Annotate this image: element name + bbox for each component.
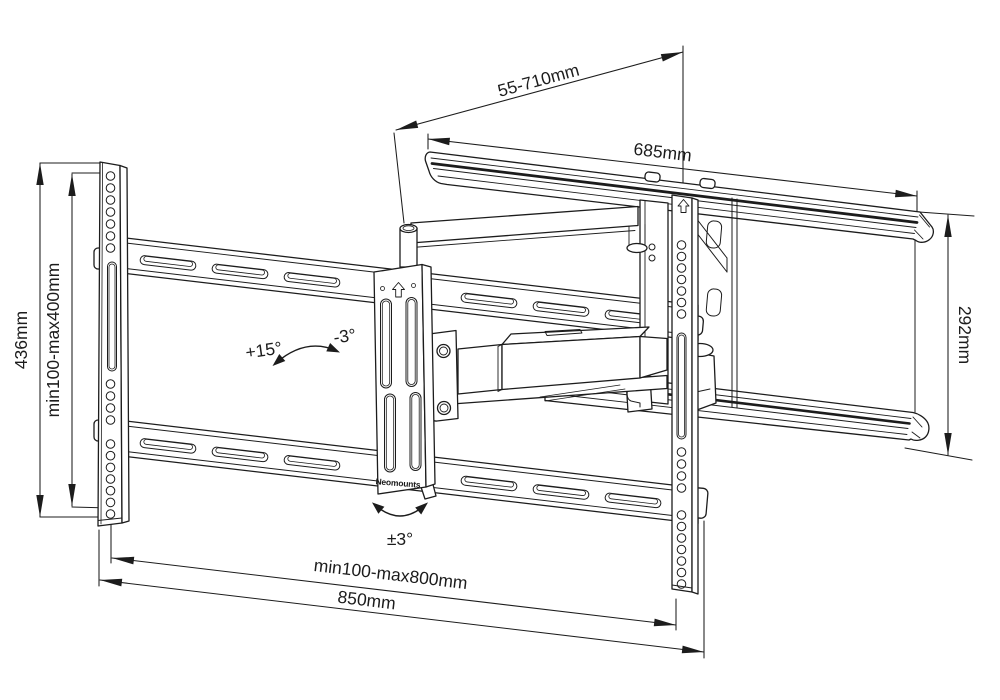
- arm-assembly: [399, 205, 668, 422]
- wall-plate-pad-lower: [705, 288, 723, 317]
- vesa-slots: [380, 297, 422, 473]
- up-arrow-icon: [392, 282, 405, 298]
- rail-slots-lower: [139, 438, 662, 509]
- lower-arm: [428, 326, 668, 422]
- brand-label: Neomounts: [375, 476, 421, 490]
- upper-arm: [410, 205, 648, 254]
- dimension-vesa-height: min100-max400mm: [43, 172, 111, 509]
- dimension-bracket-height: 436mm: [11, 162, 104, 518]
- wall-plate-face: [705, 197, 916, 413]
- arm-tv-bracket: [428, 329, 459, 422]
- rail-slots-upper: [139, 255, 662, 326]
- pivot-post: [399, 223, 418, 268]
- screw-upper: [436, 343, 451, 359]
- wall-plate-width-label: 685mm: [633, 139, 693, 166]
- right-tv-bracket: [671, 194, 709, 595]
- dimension-wall-plate-height: 292mm: [904, 211, 975, 461]
- vesa-plate: Neomounts: [373, 263, 437, 500]
- left-tv-bracket: [93, 161, 130, 527]
- up-arrow-icon: [677, 199, 690, 213]
- wall-plate-height-label: 292mm: [955, 306, 975, 364]
- tilt-down-label: -3°: [332, 325, 357, 348]
- arm-hook-left: [644, 171, 661, 183]
- swivel-level-label: ±3°: [387, 529, 413, 549]
- upper-arm-elbow: [626, 242, 648, 254]
- vesa-width-label: min100-max800mm: [313, 555, 469, 593]
- wall-distance-label: 55-710mm: [495, 60, 581, 101]
- vesa-height-label: min100-max400mm: [43, 263, 63, 418]
- tilt-arc: +15° -3°: [244, 325, 357, 366]
- screw-lower: [436, 400, 452, 416]
- wall-plate-pad-upper: [705, 220, 723, 249]
- bracket-height-label: 436mm: [11, 311, 31, 369]
- swivel-arc: ±3°: [372, 502, 428, 549]
- arm-hook-right: [699, 177, 716, 190]
